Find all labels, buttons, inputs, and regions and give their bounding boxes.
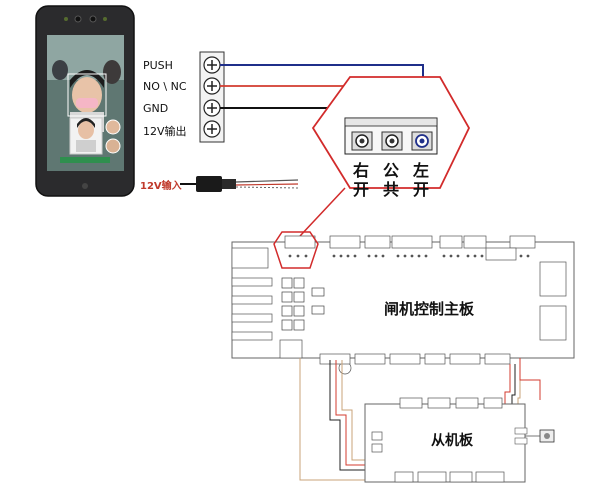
zoom-label-right-bottom: 开: [353, 180, 370, 199]
light-sensor-right: [103, 17, 107, 21]
slave-board-title: 从机板: [431, 433, 473, 449]
slave-board-outline: [364, 403, 526, 483]
zoom-label-common-top: 公: [383, 161, 400, 180]
light-sensor-left: [64, 17, 68, 21]
main-board-relay: [485, 247, 517, 261]
main-board-bottom-connectors: [319, 353, 511, 365]
main-board-left-labels: [231, 247, 273, 341]
face-detect-frame: [67, 73, 107, 117]
terminal-label-nonc: NO \ NC: [143, 80, 187, 93]
cable-left-black: [329, 360, 365, 471]
main-board-left-connectors: [281, 277, 325, 331]
slave-board-top-connectors: [399, 397, 503, 409]
camera-lens-left: [74, 15, 82, 23]
main-board-highlight: [273, 231, 319, 269]
terminal-label-gnd: GND: [143, 102, 169, 115]
zoom-label-right-top: 右: [353, 161, 370, 180]
camera-lens-right: [89, 15, 97, 23]
cable-right-black: [511, 364, 516, 404]
main-board-title: 闸机控制主板: [384, 300, 475, 318]
cable-main-right-down: [519, 358, 541, 400]
zoom-label-left-bottom: 开: [413, 180, 430, 199]
slave-board-left-connectors: [371, 431, 383, 453]
thumbnail-face-1: [105, 119, 121, 135]
dc-barrel-plug: [196, 176, 222, 192]
main-board-top-pins: [288, 254, 530, 258]
cable-left-red: [335, 360, 365, 466]
terminal-label-push: PUSH: [143, 59, 173, 72]
zoom-leader-line: [299, 187, 346, 237]
power-input-label: 12V输入: [140, 181, 182, 192]
device-logo: [82, 183, 88, 189]
slave-board-bottom-connectors: [394, 471, 505, 483]
thumbnail-face-2: [105, 138, 121, 154]
zoom-label-left-top: 左: [413, 161, 430, 180]
cable-right-red: [504, 364, 511, 404]
terminal-label-12v-out: 12V输出: [143, 125, 187, 138]
main-board-top-connectors: [284, 235, 536, 249]
cable-right-tan: [517, 364, 521, 404]
main-board-right-labels: [539, 261, 567, 341]
zoom-label-common-bottom: 共: [383, 180, 400, 199]
status-bar: [60, 157, 110, 163]
terminal-screws: [203, 56, 221, 138]
cable-left-tan: [341, 360, 365, 461]
